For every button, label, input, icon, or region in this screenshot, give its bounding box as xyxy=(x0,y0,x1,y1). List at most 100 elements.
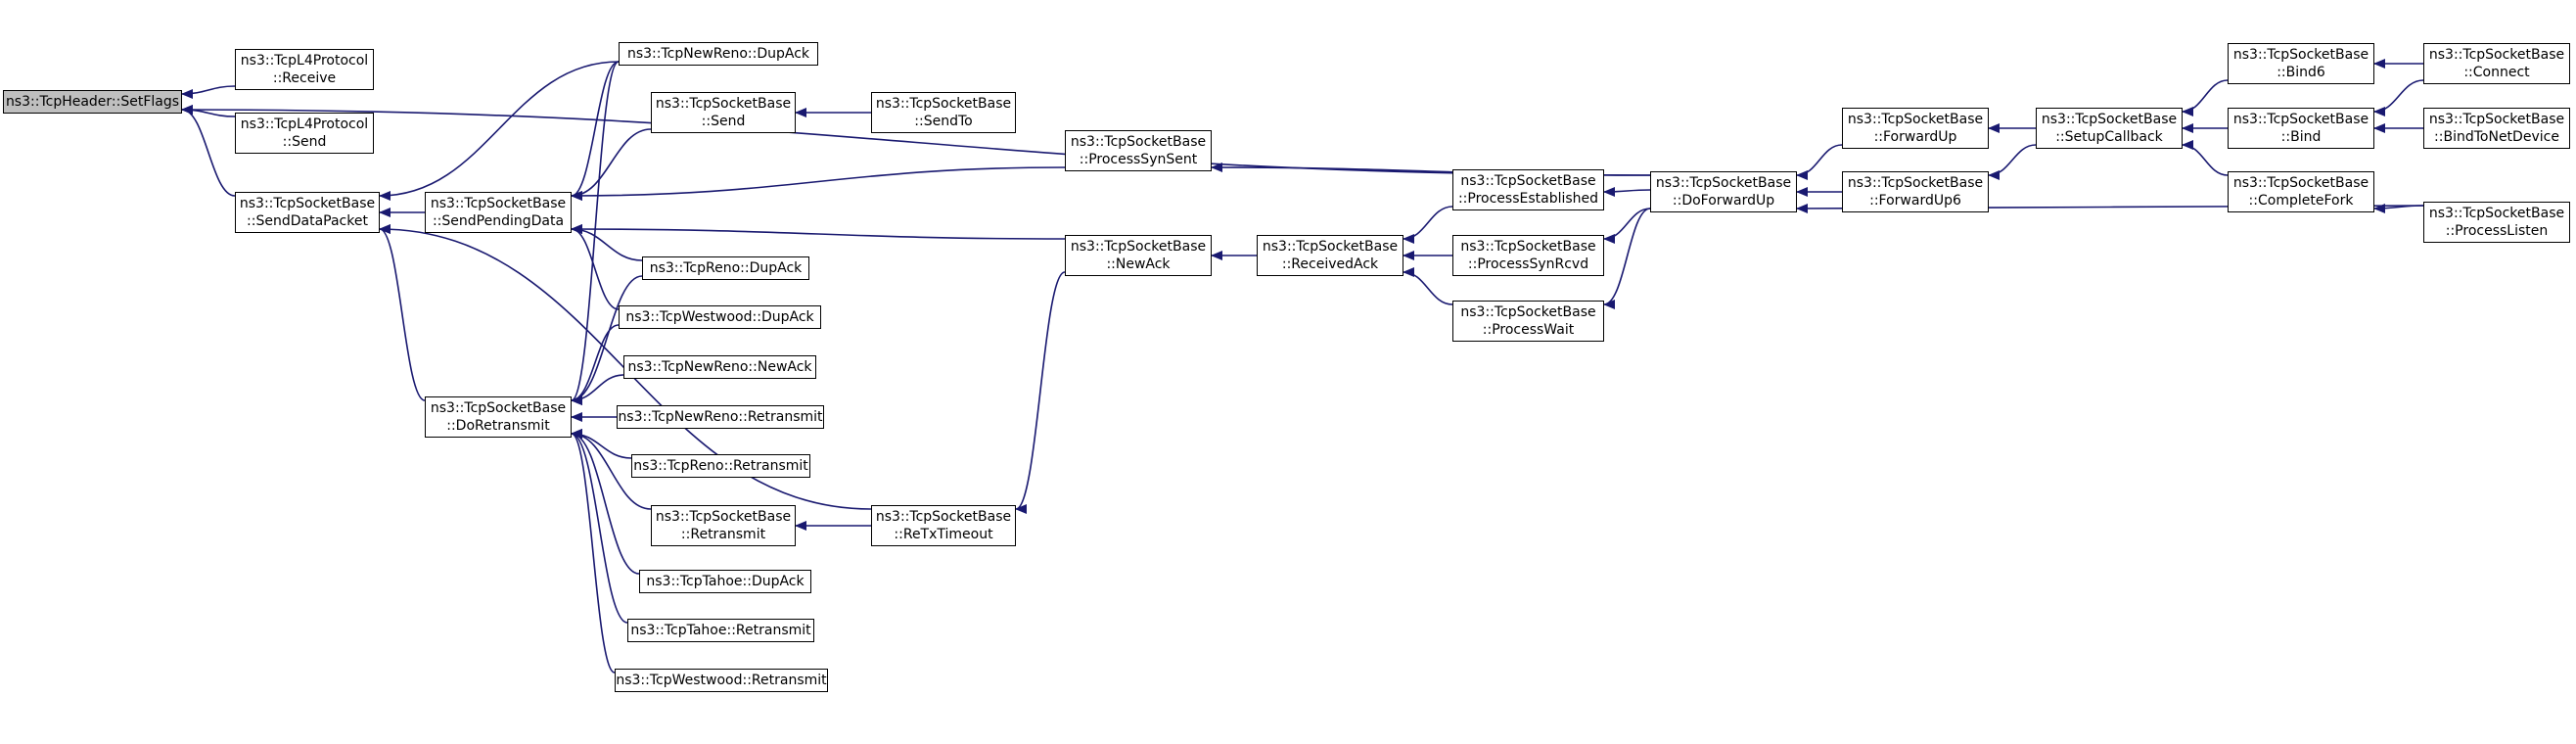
node-label: ns3::TcpHeader::SetFlags xyxy=(5,94,180,110)
edge-doforwardup-to-setflags xyxy=(181,105,1651,176)
node-l4-receive[interactable]: ns3::TcpL4Protocol ::Receive xyxy=(235,49,374,90)
edge-setupcallback-to-forwardup6 xyxy=(1988,144,2037,180)
node-do-forward-up[interactable]: ns3::TcpSocketBase ::DoForwardUp xyxy=(1650,171,1797,212)
node-sb-sendto[interactable]: ns3::TcpSocketBase ::SendTo xyxy=(871,92,1016,133)
node-tahoe-dupack[interactable]: ns3::TcpTahoe::DupAck xyxy=(639,570,811,593)
node-connect[interactable]: ns3::TcpSocketBase ::Connect xyxy=(2423,43,2570,84)
node-label-class: ns3::TcpSocketBase xyxy=(2232,112,2369,127)
node-newreno-dupack[interactable]: ns3::TcpNewReno::DupAck xyxy=(619,42,818,66)
node-process-syn-sent[interactable]: ns3::TcpSocketBase ::ProcessSynSent xyxy=(1065,130,1212,171)
node-label: ns3::TcpWestwood::Retransmit xyxy=(616,673,827,688)
node-label-class: ns3::TcpSocketBase xyxy=(2428,206,2565,221)
edge-completefork-to-setupcallback xyxy=(2182,140,2229,176)
node-received-ack[interactable]: ns3::TcpSocketBase ::ReceivedAck xyxy=(1257,235,1403,276)
node-label-class: ns3::TcpSocketBase xyxy=(1847,112,1984,127)
node-westwood-retransmit[interactable]: ns3::TcpWestwood::Retransmit xyxy=(615,669,828,692)
edge-bind6-to-setupcallback xyxy=(2182,79,2229,116)
node-do-retransmit[interactable]: ns3::TcpSocketBase ::DoRetransmit xyxy=(425,396,572,438)
node-bind-to-net-device[interactable]: ns3::TcpSocketBase ::BindToNetDevice xyxy=(2423,108,2570,149)
node-bind6[interactable]: ns3::TcpSocketBase ::Bind6 xyxy=(2228,43,2374,84)
node-label-class: ns3::TcpSocketBase xyxy=(2428,47,2565,63)
edge-newack-to-sendpendingdata xyxy=(571,224,1066,240)
node-label-method: ::ReTxTimeout xyxy=(894,527,993,542)
node-label-method: ::ProcessSynRcvd xyxy=(1467,256,1589,272)
node-label-method: ::SendDataPacket xyxy=(247,213,368,229)
edge-westwood_dupack-to-sendpendingdata xyxy=(571,224,620,310)
node-label-method: ::ProcessWait xyxy=(1482,322,1575,338)
node-label-class: ns3::TcpSocketBase xyxy=(1262,239,1399,255)
edge-reno_dupack-to-doretransmit xyxy=(571,275,643,405)
edge-processwait-to-receivedack xyxy=(1403,267,1453,305)
node-label: ns3::TcpTahoe::DupAck xyxy=(646,574,805,589)
node-newreno-retransmit[interactable]: ns3::TcpNewReno::Retransmit xyxy=(617,405,824,429)
node-label-class: ns3::TcpSocketBase xyxy=(1460,304,1596,320)
node-complete-fork[interactable]: ns3::TcpSocketBase ::CompleteFork xyxy=(2228,171,2374,212)
edge-connect-to-bind xyxy=(2373,79,2424,116)
node-label: ns3::TcpReno::DupAck xyxy=(649,260,803,276)
node-label-class: ns3::TcpSocketBase xyxy=(1070,134,1207,150)
edge-newreno_dupack-to-doretransmit xyxy=(571,61,620,405)
node-forward-up6[interactable]: ns3::TcpSocketBase ::ForwardUp6 xyxy=(1842,171,1989,212)
edge-tahoe_retransmit-to-doretransmit xyxy=(571,429,628,624)
edge-forwardup-to-doforwardup xyxy=(1796,144,1843,180)
node-label-method: ::NewAck xyxy=(1106,256,1171,272)
edge-processsynsent-to-sendpendingdata xyxy=(571,166,1066,201)
node-label-method: ::DoRetransmit xyxy=(446,418,550,434)
node-label-class: ns3::TcpSocketBase xyxy=(875,96,1012,112)
node-l4-send[interactable]: ns3::TcpL4Protocol ::Send xyxy=(235,113,374,154)
node-process-syn-rcvd[interactable]: ns3::TcpSocketBase ::ProcessSynRcvd xyxy=(1452,235,1604,276)
node-westwood-dupack[interactable]: ns3::TcpWestwood::DupAck xyxy=(619,305,821,329)
node-bind[interactable]: ns3::TcpSocketBase ::Bind xyxy=(2228,108,2374,149)
node-label-method: ::Bind6 xyxy=(2277,65,2325,80)
node-label-method: ::ReceivedAck xyxy=(1281,256,1379,272)
node-forward-up[interactable]: ns3::TcpSocketBase ::ForwardUp xyxy=(1842,108,1989,149)
node-label-method: ::Connect xyxy=(2463,65,2530,80)
node-reno-retransmit[interactable]: ns3::TcpReno::Retransmit xyxy=(631,454,810,478)
node-label-class: ns3::TcpSocketBase xyxy=(655,509,792,525)
edge-sb_send-to-sendpendingdata xyxy=(571,128,652,201)
edge-sb_retransmit-to-doretransmit xyxy=(571,429,652,510)
edge-doforwardup-to-processsynrcvd xyxy=(1603,208,1651,244)
node-label-method: ::Send xyxy=(282,134,327,150)
node-newreno-newack[interactable]: ns3::TcpNewReno::NewAck xyxy=(623,355,816,379)
node-label-method: ::CompleteFork xyxy=(2248,193,2354,209)
node-process-listen[interactable]: ns3::TcpSocketBase ::ProcessListen xyxy=(2423,202,2570,243)
node-label-method: ::BindToNetDevice xyxy=(2434,129,2559,145)
node-label-class: ns3::TcpSocketBase xyxy=(1655,175,1792,191)
edge-l4receive-to-setflags xyxy=(181,85,236,99)
edge-doretransmit-to-senddatapacket xyxy=(379,224,426,401)
edge-westwood_retransmit-to-doretransmit xyxy=(571,429,616,674)
node-label: ns3::TcpTahoe::Retransmit xyxy=(630,623,811,638)
node-reno-dupack[interactable]: ns3::TcpReno::DupAck xyxy=(642,256,809,280)
node-label-method: ::ForwardUp6 xyxy=(1869,193,1961,209)
node-label: ns3::TcpNewReno::Retransmit xyxy=(618,409,823,425)
node-send-data-packet[interactable]: ns3::TcpSocketBase ::SendDataPacket xyxy=(235,192,380,233)
node-sb-send[interactable]: ns3::TcpSocketBase ::Send xyxy=(651,92,796,133)
node-send-pending-data[interactable]: ns3::TcpSocketBase ::SendPendingData xyxy=(425,192,572,233)
edge-senddatapacket-to-setflags xyxy=(181,105,236,197)
node-label-method: ::ProcessListen xyxy=(2445,223,2549,239)
node-setflags: ns3::TcpHeader::SetFlags xyxy=(3,90,182,114)
node-setup-callback[interactable]: ns3::TcpSocketBase ::SetupCallback xyxy=(2036,108,2183,149)
node-label-class: ns3::TcpSocketBase xyxy=(1070,239,1207,255)
node-label-class: ns3::TcpSocketBase xyxy=(655,96,792,112)
node-label-class: ns3::TcpSocketBase xyxy=(430,400,567,416)
node-label: ns3::TcpReno::Retransmit xyxy=(633,458,808,474)
node-label-method: ::Bind xyxy=(2280,129,2322,145)
node-label-class: ns3::TcpSocketBase xyxy=(875,509,1012,525)
edge-newack-to-retxtimeout xyxy=(1015,271,1066,514)
node-process-wait[interactable]: ns3::TcpSocketBase ::ProcessWait xyxy=(1452,301,1604,342)
node-retx-timeout[interactable]: ns3::TcpSocketBase ::ReTxTimeout xyxy=(871,505,1016,546)
node-new-ack[interactable]: ns3::TcpSocketBase ::NewAck xyxy=(1065,235,1212,276)
node-label: ns3::TcpNewReno::NewAck xyxy=(627,359,812,375)
node-label-method: ::DoForwardUp xyxy=(1672,193,1775,209)
edge-newreno_dupack-to-sendpendingdata xyxy=(571,61,620,201)
edge-reno_dupack-to-sendpendingdata xyxy=(571,224,643,261)
node-label-method: ::SendPendingData xyxy=(432,213,565,229)
node-tahoe-retransmit[interactable]: ns3::TcpTahoe::Retransmit xyxy=(627,619,814,642)
node-label-class: ns3::TcpL4Protocol xyxy=(240,116,369,132)
node-process-established[interactable]: ns3::TcpSocketBase ::ProcessEstablished xyxy=(1452,169,1604,210)
node-sb-retransmit[interactable]: ns3::TcpSocketBase ::Retransmit xyxy=(651,505,796,546)
